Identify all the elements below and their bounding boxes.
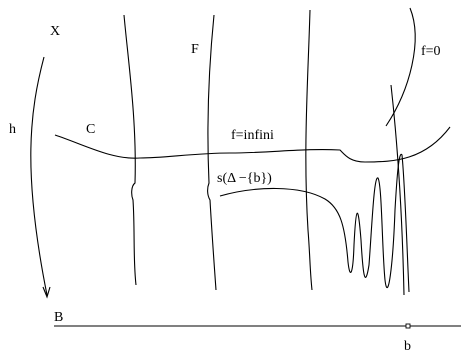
label-b-point: b bbox=[404, 339, 411, 352]
label-b-base: B bbox=[54, 310, 63, 325]
label-f-zero: f=0 bbox=[421, 44, 441, 59]
fiber-f-zero bbox=[385, 7, 416, 127]
section-curve bbox=[219, 153, 410, 293]
fiber-4 bbox=[390, 84, 405, 296]
label-f-infini: f=infini bbox=[231, 128, 274, 143]
label-f: F bbox=[191, 42, 199, 57]
fiber-1 bbox=[123, 14, 137, 286]
projection-arrowhead bbox=[42, 286, 51, 299]
label-x: X bbox=[50, 24, 60, 39]
fiber-3 bbox=[305, 9, 313, 291]
label-section: s(Δ −{b}) bbox=[217, 171, 272, 186]
label-c: C bbox=[86, 122, 95, 137]
curve-c-f-infini bbox=[54, 126, 451, 163]
projection-arrow-h bbox=[30, 56, 48, 296]
fiber-f bbox=[207, 14, 217, 291]
point-b-marker bbox=[405, 323, 411, 329]
label-h: h bbox=[9, 122, 16, 137]
